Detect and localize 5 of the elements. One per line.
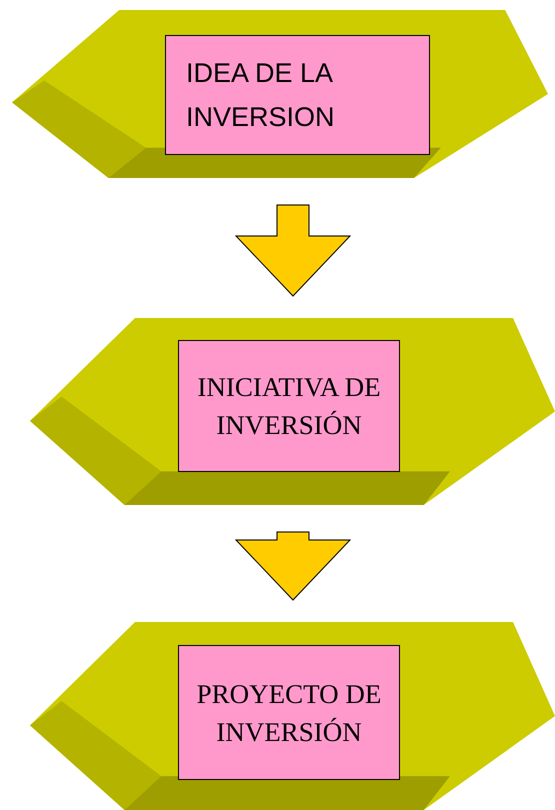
step-label: INICIATIVA DE INVERSIÓN bbox=[196, 371, 382, 442]
step-label: PROYECTO DE INVERSIÓN bbox=[196, 678, 382, 748]
block-arrow bbox=[234, 532, 352, 601]
step-label: IDEA DE LA INVERSION bbox=[186, 57, 336, 134]
block-arrow bbox=[234, 204, 352, 297]
